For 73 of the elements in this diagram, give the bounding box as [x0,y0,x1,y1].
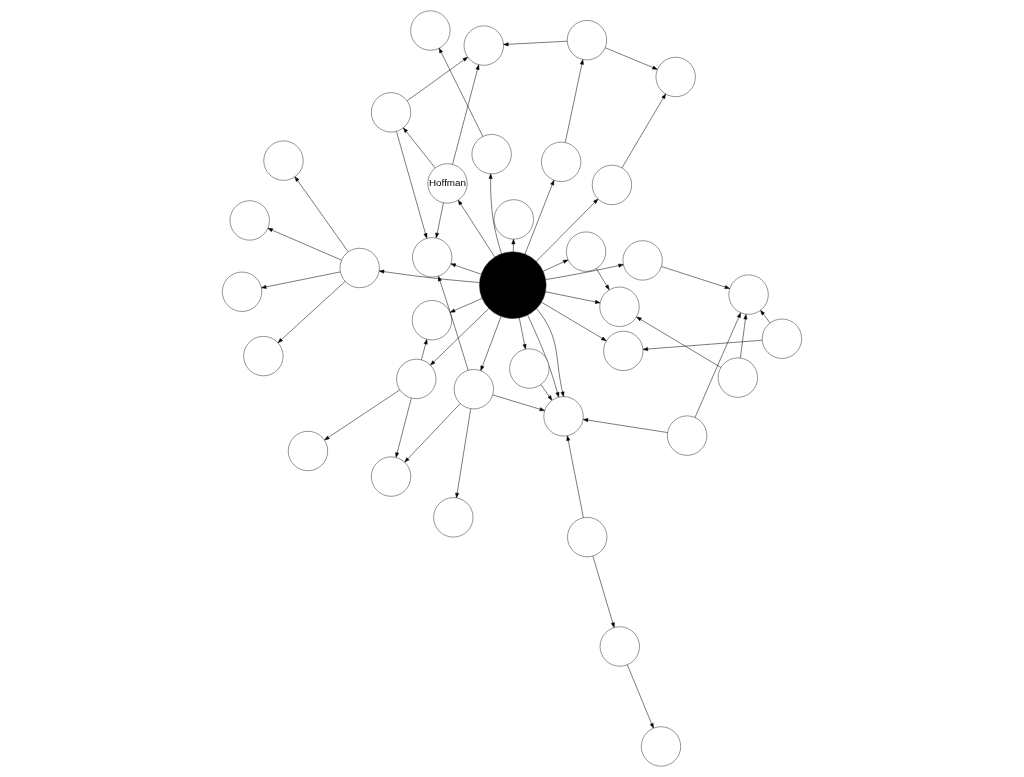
arrow [527,314,560,398]
arrow [492,394,545,412]
arrow [694,312,741,418]
arrow [540,384,553,401]
arrow [642,340,763,351]
node-circle [567,517,608,558]
arrow [455,408,471,499]
arrow [596,268,610,290]
node-circle [412,237,453,278]
node-circle [566,20,607,61]
arrow [450,263,482,275]
arrow [396,131,428,239]
arrow [621,93,666,169]
arrow [379,269,480,283]
arrow [636,316,722,368]
arrow [627,664,654,729]
arrow [294,176,349,252]
arrow [503,40,568,47]
node-circle [509,348,550,389]
node-circle [222,271,263,312]
node-circle [410,10,451,51]
node-circle [717,357,758,398]
arrow [605,47,658,70]
node-circle [541,141,582,182]
arrow [403,127,436,169]
node-circle [453,369,494,410]
node-circle [622,240,663,281]
arrow [261,271,341,289]
arrow [277,281,346,343]
node-circle [599,626,640,667]
node-circle [479,251,547,319]
arrow [536,198,599,262]
arrow [541,302,607,341]
arrow [452,64,480,165]
arrow [438,276,469,371]
arrow [430,308,489,366]
arrow [740,314,748,359]
arrow [536,308,565,397]
arrow [406,56,468,101]
arrow [450,298,483,313]
arrow [458,199,495,258]
arrow [592,555,615,628]
arrow [565,59,584,143]
arrow [488,173,502,254]
node-circle [566,231,607,272]
node-circle [433,497,474,538]
node-circle [655,57,696,97]
arrow [421,339,428,361]
arrow [267,228,342,261]
arrow [566,435,584,518]
arrow [438,47,484,137]
arrow [519,317,527,350]
node-circle [641,726,681,767]
arrow [545,263,624,280]
arrow [545,291,601,304]
node-circle [761,318,802,359]
arrow [435,202,444,239]
node-circle [493,199,534,240]
arrow [661,266,730,289]
node-circle [471,134,512,175]
node-circle [229,200,270,241]
arrow [404,403,461,463]
arrow [480,316,502,371]
arrow [582,418,668,433]
arrow [324,389,401,441]
node-circle [667,415,708,456]
node-circle [339,248,380,288]
arrow [511,239,516,252]
arrow [760,310,771,324]
arrow [543,259,569,272]
arrow [524,180,555,255]
node-circle [412,300,452,341]
arrow [395,397,412,458]
